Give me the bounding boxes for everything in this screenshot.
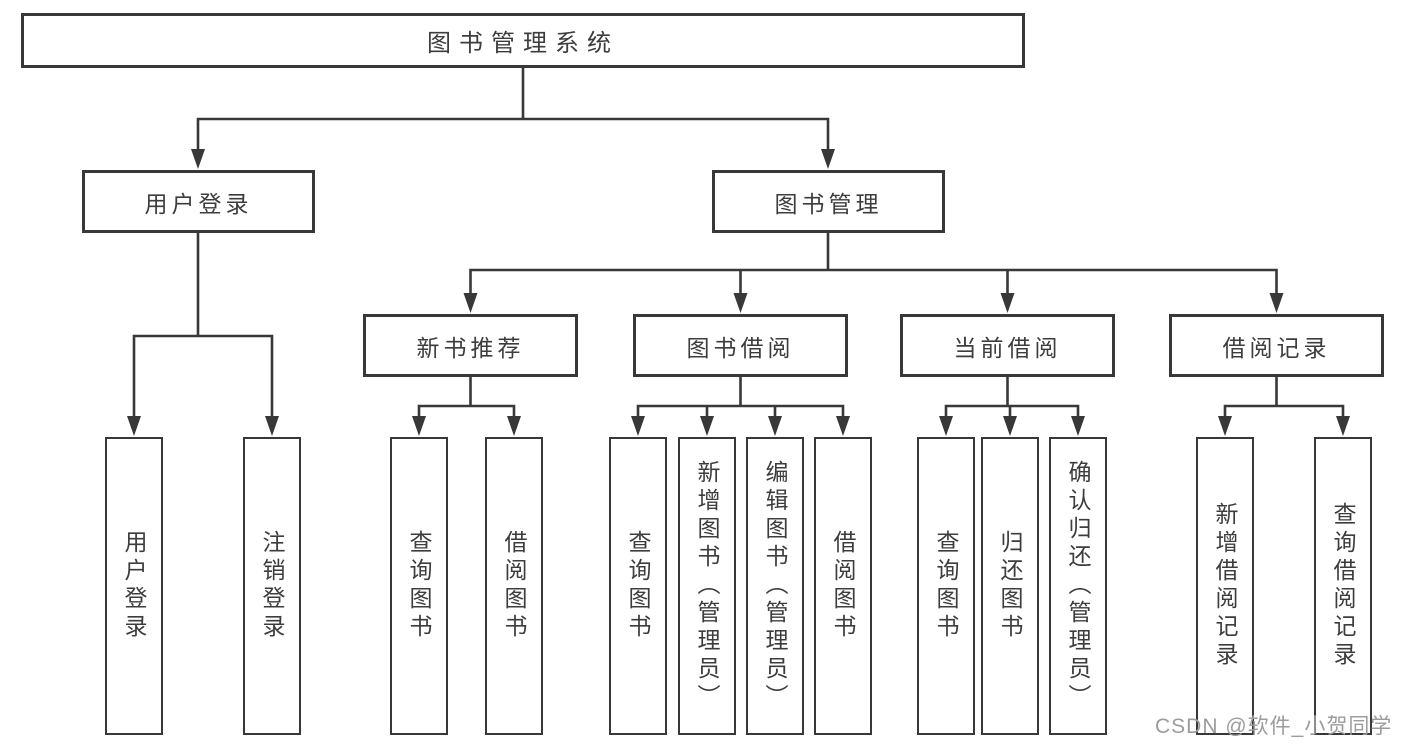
leaf-confirm-return-admin: 确认归还（管理员） [1049,437,1107,735]
arrow-down-icon [1071,416,1085,436]
arrow-down-icon [1218,416,1232,436]
arrow-down-icon [412,416,426,436]
leaf-query-borrow-record: 查询借阅记录 [1314,437,1372,735]
connector-book-management-to-level3 [469,231,1278,298]
leaf-return-books: 归还图书 [981,437,1039,735]
arrow-down-icon [939,416,953,436]
node-current-borrow: 当前借阅 [900,314,1115,377]
arrow-down-icon [1336,416,1350,436]
node-book-borrow: 图书借阅 [633,314,848,377]
watermark: CSDN @软件_小贺同学 [1155,715,1393,738]
arrow-down-icon [1003,416,1017,436]
leaf-add-borrow-record: 新增借阅记录 [1196,437,1254,735]
arrow-down-icon [733,293,748,313]
arrow-down-icon [463,293,478,313]
arrow-down-icon [836,416,850,436]
connector-current-borrow-to-leaves [944,375,1080,421]
leaf-borrow-books-recommend: 借阅图书 [485,437,543,735]
arrow-down-icon [821,149,835,169]
arrow-down-icon [191,149,205,169]
leaf-edit-books-admin: 编辑图书（管理员） [746,437,804,735]
node-borrow-records: 借阅记录 [1169,314,1384,377]
node-book-management: 图书管理 [712,170,945,233]
node-user-login: 用户登录 [82,170,315,233]
arrow-down-icon [1269,293,1284,313]
connector-book-borrow-to-leaves [636,375,845,421]
connector-new-book-recommend-to-leaves [417,375,516,421]
node-library-management-system: 图书管理系统 [21,13,1025,68]
arrow-down-icon [507,416,521,436]
connector-user-login-to-leaves [132,231,274,421]
arrow-down-icon [700,416,714,436]
leaf-query-books-borrow: 查询图书 [609,437,667,735]
arrow-down-icon [1000,293,1015,313]
node-new-book-recommend: 新书推荐 [363,314,578,377]
arrow-down-icon [265,416,279,436]
leaf-query-books-current: 查询图书 [917,437,975,735]
leaf-query-books-recommend: 查询图书 [390,437,448,735]
connector-root-to-level2 [196,66,830,154]
arrow-down-icon [768,416,782,436]
leaf-add-books-admin: 新增图书（管理员） [678,437,736,735]
arrow-down-icon [631,416,645,436]
arrow-down-icon [127,416,141,436]
leaf-borrow-books: 借阅图书 [814,437,872,735]
connector-borrow-records-to-leaves [1223,375,1345,421]
leaf-user-login: 用户登录 [105,437,163,735]
leaf-logout: 注销登录 [243,437,301,735]
